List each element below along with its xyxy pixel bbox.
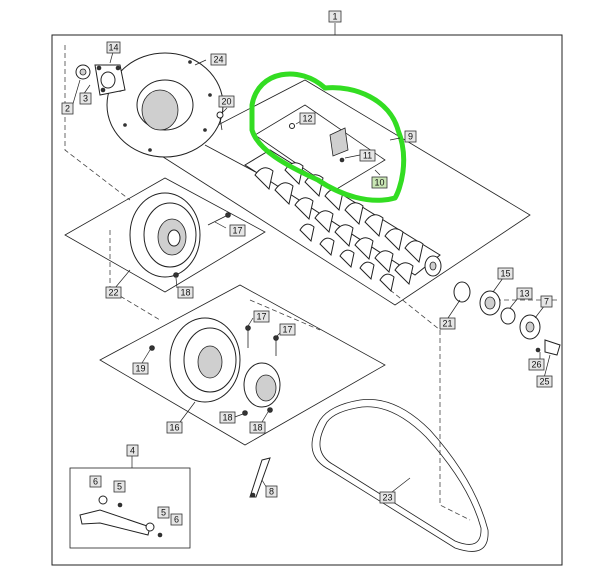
callout-17-mid-a: 17 [253, 310, 270, 323]
callout-26: 26 [528, 358, 545, 371]
callout-6-bottom: 6 [170, 513, 183, 526]
callout-21-text: 21 [442, 319, 452, 329]
bearing-stack [453, 281, 561, 356]
callout-11: 11 [359, 149, 376, 162]
callout-8: 8 [265, 485, 278, 498]
nut-18-upper [173, 272, 179, 278]
callout-10-text: 10 [374, 178, 384, 188]
bolt-17-upper [207, 212, 231, 226]
callout-17-mid-a-text: 17 [256, 312, 266, 322]
callout-24-text: 24 [213, 55, 223, 65]
bearing-housing-14 [75, 64, 126, 96]
nut-18-a [242, 410, 248, 416]
nut-18-b [267, 407, 273, 413]
callout-1: 1 [328, 10, 342, 23]
callout-6-top-text: 6 [93, 477, 98, 487]
callout-21: 21 [439, 317, 456, 330]
callout-22: 22 [105, 286, 122, 299]
diagram-frame [51, 34, 563, 566]
callout-18-a: 18 [219, 411, 236, 424]
callout-18-upper: 18 [177, 286, 194, 299]
callout-17-upper-text: 17 [232, 226, 242, 236]
callout-2-text: 2 [65, 104, 70, 114]
pulley-16-panel [99, 284, 386, 446]
callout-19-text: 19 [135, 364, 145, 374]
pulley-22-panel [64, 177, 266, 293]
callout-23-text: 23 [382, 493, 392, 503]
callout-25-text: 25 [539, 377, 549, 387]
callout-1-text: 1 [332, 12, 337, 22]
callout-5-top-text: 5 [117, 482, 122, 492]
lever-8 [249, 457, 271, 498]
callout-9-text: 9 [408, 132, 413, 142]
callout-11-text: 11 [363, 151, 372, 161]
rotor-tray-outline [159, 79, 531, 306]
callout-4-text: 4 [130, 446, 135, 456]
callout-24: 24 [210, 53, 227, 66]
linkage-arm-4 [79, 495, 163, 538]
callout-17-mid-b-text: 17 [282, 325, 292, 335]
callout-15-text: 15 [500, 269, 510, 279]
callout-5-bottom: 5 [157, 506, 170, 519]
callout-20-text: 20 [221, 97, 231, 107]
callout-3: 3 [79, 92, 92, 105]
callout-6-bottom-text: 6 [174, 515, 179, 525]
callout-20: 20 [218, 95, 235, 108]
pin-20 [216, 111, 224, 131]
callout-5-bottom-text: 5 [161, 508, 166, 518]
callout-22-text: 22 [108, 288, 118, 298]
pulley-22 [129, 192, 201, 278]
detail-parts [289, 123, 349, 163]
callout-14: 14 [106, 41, 121, 54]
callout-12: 12 [299, 112, 316, 125]
callout-23: 23 [379, 491, 396, 504]
callout-3-text: 3 [83, 94, 88, 104]
flange-disc-24 [106, 52, 224, 158]
callout-18-b: 18 [249, 421, 266, 434]
callout-7-text: 7 [544, 297, 549, 307]
callout-18-upper-text: 18 [180, 288, 190, 298]
pulley-16 [169, 317, 281, 408]
callout-13-text: 13 [519, 289, 529, 299]
linkage-4-box [69, 467, 191, 549]
callout-10: 10 [371, 176, 388, 189]
callout-16-text: 16 [169, 423, 179, 433]
callout-9: 9 [404, 130, 417, 143]
callout-18-a-text: 18 [222, 413, 232, 423]
callout-6-top: 6 [89, 475, 102, 488]
highlight-loop [249, 71, 407, 203]
callout-7: 7 [540, 295, 553, 308]
rotor-assembly [204, 144, 442, 293]
bolts-17-lower [245, 325, 279, 356]
callout-12-text: 12 [302, 114, 312, 124]
detail-inset-panel [254, 104, 386, 191]
callout-4: 4 [126, 444, 139, 457]
callout-2: 2 [61, 102, 74, 115]
callout-16: 16 [166, 421, 183, 434]
callout-26-text: 26 [531, 360, 541, 370]
callout-19: 19 [132, 362, 149, 375]
callout-17-mid-b: 17 [279, 323, 296, 336]
callout-5-top: 5 [113, 480, 126, 493]
bolt-19 [149, 345, 155, 351]
callout-13: 13 [516, 287, 533, 300]
callout-15: 15 [497, 267, 514, 280]
belt-23 [311, 399, 489, 552]
callout-17-upper: 17 [229, 224, 246, 237]
callout-14-text: 14 [108, 43, 118, 53]
callout-25: 25 [536, 375, 553, 388]
callout-18-b-text: 18 [252, 423, 262, 433]
callout-8-text: 8 [269, 487, 274, 497]
